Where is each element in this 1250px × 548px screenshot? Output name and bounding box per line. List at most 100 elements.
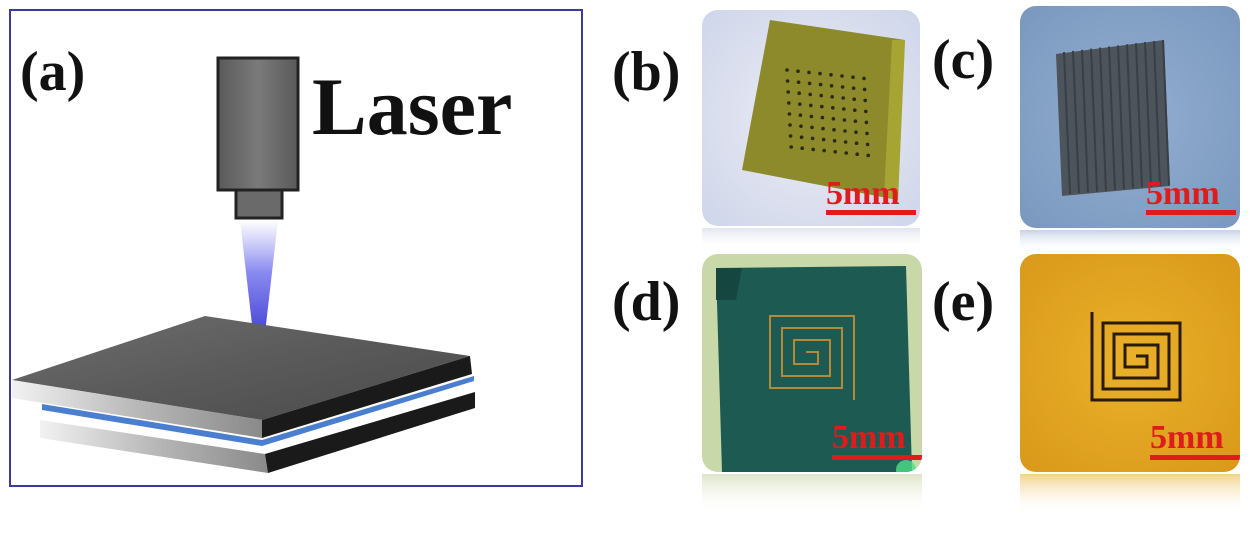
hole [865, 142, 870, 147]
hole [788, 134, 793, 138]
hole [829, 73, 833, 77]
hole [842, 118, 847, 122]
hole [796, 69, 800, 73]
hole [787, 112, 792, 116]
panel-e-scale: 5mm [1150, 419, 1224, 456]
hole [831, 106, 835, 110]
hole [810, 136, 815, 141]
hole [820, 115, 825, 120]
hole [832, 139, 837, 143]
trench-line [1162, 39, 1170, 186]
trench-line [1144, 42, 1152, 187]
hole [852, 97, 856, 101]
panel-a: (a) Laser [9, 9, 583, 487]
hole [820, 104, 824, 109]
trench-line [1063, 51, 1071, 195]
hole [864, 120, 869, 125]
hole [832, 128, 836, 132]
panel-d-label: (d) [612, 271, 680, 333]
panel-d-reflection [702, 474, 922, 514]
hole [800, 146, 804, 150]
hole [810, 125, 814, 130]
hole [808, 92, 812, 97]
hole [866, 153, 870, 158]
panel-e-reflection [1020, 474, 1240, 514]
panel-b-scale-bar [826, 210, 916, 215]
hole [841, 96, 845, 100]
hole [819, 93, 823, 98]
hole [863, 98, 867, 103]
panel-d-scale: 5mm [832, 419, 906, 456]
hole [821, 126, 825, 131]
hole [844, 151, 848, 155]
panel-e-label: (e) [932, 271, 994, 333]
hole [811, 147, 815, 152]
laser-caption: Laser [312, 61, 512, 152]
trench-line [1099, 47, 1107, 191]
trench-line [1135, 43, 1143, 188]
hole [809, 103, 813, 108]
hole [809, 114, 814, 119]
hole [853, 108, 857, 112]
panel-b-label: (b) [612, 41, 680, 103]
hole [799, 124, 803, 128]
trench-line [1153, 40, 1161, 187]
hole [855, 152, 859, 156]
trench-line [1108, 46, 1116, 191]
panel-e-scale-bar [1150, 455, 1240, 460]
laser-head-icon [216, 56, 300, 220]
hole [842, 107, 846, 111]
hole [787, 101, 791, 105]
laser-beam-icon [240, 220, 278, 368]
hole-array [785, 68, 870, 158]
hole [843, 129, 847, 133]
hole [851, 75, 855, 79]
hole [831, 117, 836, 121]
panel-c-scale-bar [1146, 210, 1236, 215]
spiral-path [769, 315, 855, 400]
panel-c-photo: 5mm [1020, 6, 1240, 228]
panel-c-reflection [1020, 230, 1240, 252]
hole [864, 109, 868, 114]
panel-b-scale: 5mm [826, 175, 900, 212]
spiral-coil-e [1090, 312, 1182, 402]
hole [829, 84, 834, 88]
spiral-path [1090, 312, 1182, 402]
trench-line [1090, 48, 1098, 192]
panel-a-label: (a) [20, 41, 85, 103]
hole [789, 145, 793, 149]
hole [798, 113, 803, 117]
hole [851, 86, 856, 90]
hole [865, 131, 869, 136]
panel-e-photo: 5mm [1020, 254, 1240, 472]
hole [786, 90, 790, 94]
panel-c: (c) 5mm [932, 6, 1240, 252]
trench-line [1072, 50, 1080, 194]
panel-c-scale: 5mm [1146, 175, 1220, 212]
hole [830, 95, 834, 99]
panel-d-photo: 5mm [702, 254, 922, 472]
hole [821, 137, 826, 142]
panel-d-scale-bar [832, 455, 922, 460]
hole [785, 68, 789, 72]
hole [785, 79, 790, 83]
hole [818, 71, 822, 76]
panel-b-reflection [702, 228, 920, 250]
hole [854, 130, 858, 134]
hole [822, 148, 826, 153]
spiral-coil-d [769, 315, 855, 400]
hole [853, 119, 858, 123]
hole [843, 140, 848, 144]
hole [840, 85, 845, 89]
panel-b-photo: 5mm [702, 10, 920, 226]
panel-b: (b) 5mm [612, 10, 920, 250]
panel-e: (e) 5mm [932, 254, 1240, 514]
hole [840, 74, 844, 78]
panel-d: (d) 5mm [612, 254, 922, 514]
hole [788, 123, 792, 127]
hole [807, 70, 811, 75]
hole [807, 81, 812, 86]
hole [798, 102, 802, 106]
hole [818, 82, 823, 87]
